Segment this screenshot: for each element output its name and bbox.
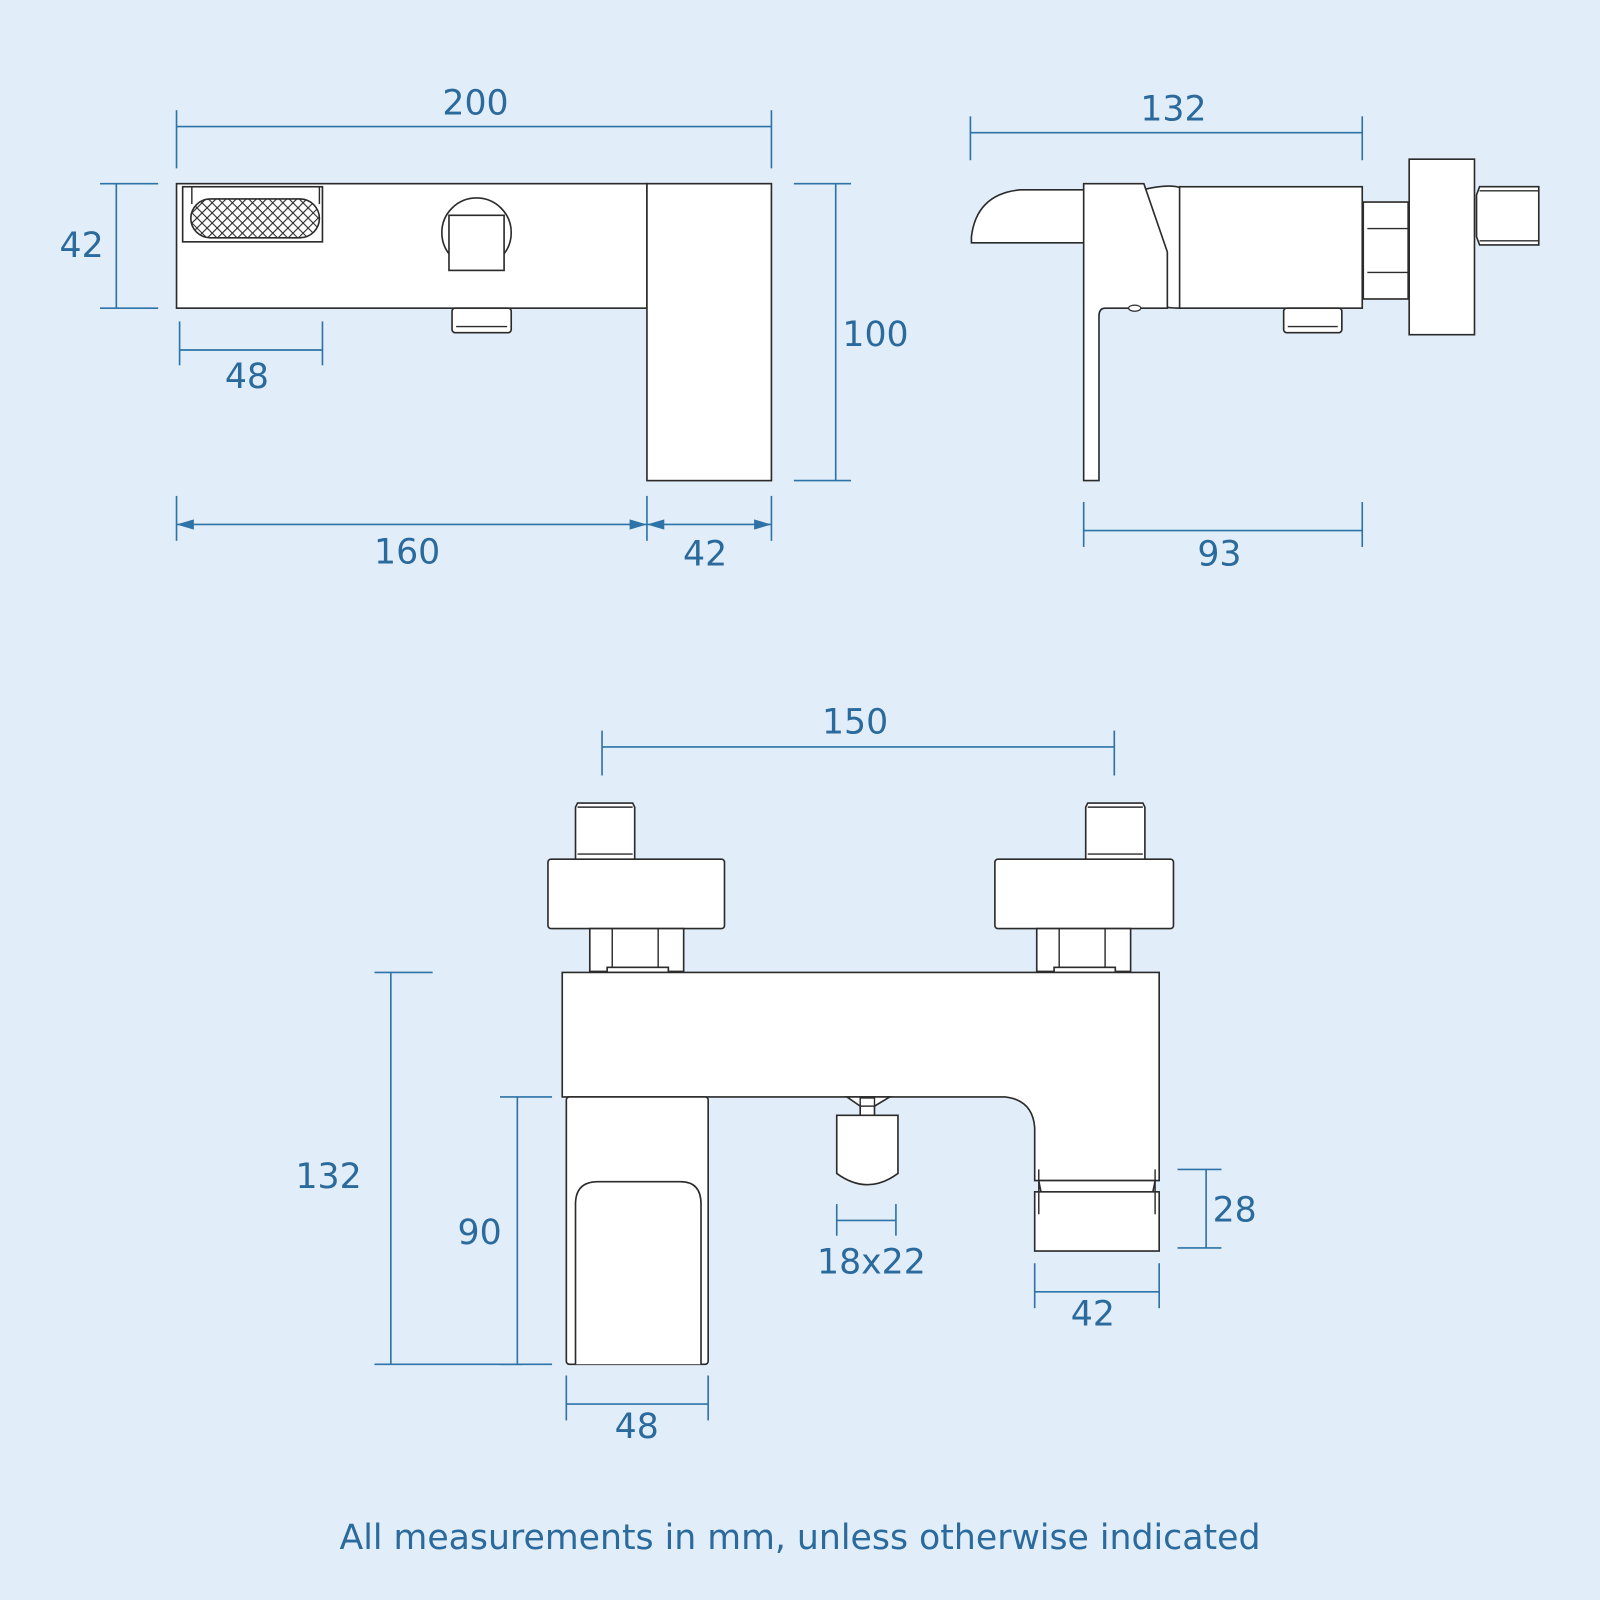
dim-outlet-height: 28 (1213, 1190, 1257, 1230)
dim-front-overall-height: 132 (295, 1157, 361, 1197)
spout-opening (574, 1180, 702, 1365)
side-outlet-nub (1282, 307, 1343, 334)
dim-diverter-size: 18x22 (817, 1242, 926, 1282)
left-hex-nut (588, 927, 685, 973)
dim-centres: 150 (822, 703, 888, 743)
waterfall-spout (970, 188, 1093, 244)
lever-handle (1082, 182, 1169, 482)
dim-overall-width: 200 (442, 83, 508, 123)
dim-front-spout-width: 48 (615, 1407, 659, 1447)
dim-body-height: 42 (60, 226, 104, 266)
dim-spout-width: 42 (683, 534, 727, 574)
right-hex-nut (1035, 927, 1132, 973)
hex-connector (1362, 201, 1409, 300)
side-view: 132 93 (969, 89, 1540, 574)
dim-lever-to-body: 93 (1197, 534, 1241, 574)
dim-overall-depth: 100 (842, 315, 908, 355)
spout-block (646, 182, 773, 482)
top-view: 200 42 48 100 160 42 (60, 83, 909, 574)
dim-spout-height: 90 (458, 1213, 502, 1253)
outlet-base (1033, 1191, 1160, 1252)
right-shroud (994, 858, 1175, 930)
outlet-nub (451, 307, 513, 334)
dim-outlet-width: 42 (1071, 1295, 1115, 1335)
diverter-square (448, 214, 505, 272)
mounting-shroud (1408, 158, 1476, 336)
aerator-mesh-icon (190, 198, 321, 239)
right-thread (1084, 802, 1146, 867)
front-view: 150 132 90 48 18x22 28 42 (295, 703, 1256, 1447)
measurement-note: All measurements in mm, unless otherwise… (340, 1518, 1261, 1558)
side-body (1178, 185, 1364, 309)
threaded-inlet (1475, 185, 1540, 246)
left-shroud (547, 858, 726, 930)
left-thread (574, 802, 636, 867)
dim-aerator-width: 48 (225, 357, 269, 397)
dim-body-length: 160 (374, 532, 440, 572)
diverter-button (835, 1114, 899, 1186)
dim-side-overall-length: 132 (1140, 89, 1206, 129)
